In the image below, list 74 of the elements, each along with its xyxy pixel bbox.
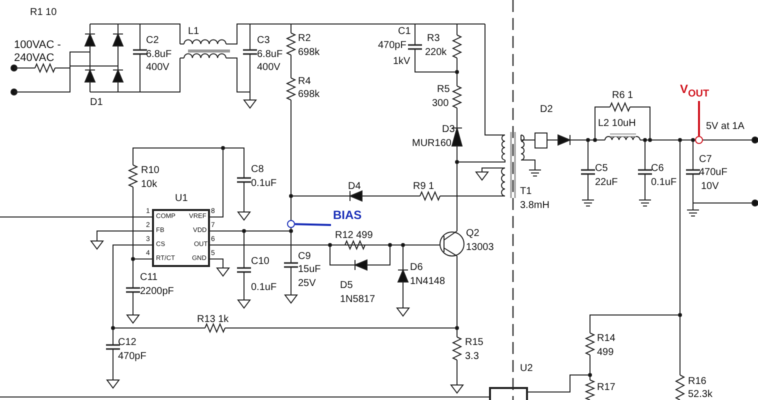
component-label: C8: [251, 164, 264, 176]
component-label: T1: [520, 186, 532, 198]
component-label: 0.1uF: [251, 178, 277, 190]
junction-circle: [287, 220, 295, 228]
component-label: 6.8uF: [146, 49, 172, 61]
component-label: Q2: [466, 228, 480, 240]
component-label: R3: [427, 33, 440, 45]
component-label: C7: [699, 154, 712, 166]
component-label: C9: [298, 251, 311, 263]
junction-circle: [695, 136, 703, 144]
component-label: R1 10: [30, 7, 57, 19]
component-label: 1N5817: [340, 294, 376, 306]
component-label: 3.8mH: [520, 200, 550, 212]
component-label: D6: [410, 262, 423, 274]
component-label: 0.1uF: [251, 282, 277, 294]
component-label: R13 1k: [197, 314, 229, 326]
component-label: 3.3: [465, 351, 479, 363]
component-label: 470uF: [699, 167, 728, 179]
input-voltage-label: 100VAC - 240VAC: [14, 39, 62, 65]
component-label: D3: [442, 124, 455, 136]
component-label: R6 1: [612, 90, 634, 102]
component-label: 13003: [466, 242, 494, 254]
component-label: 400V: [257, 62, 280, 74]
component-label: 25V: [298, 278, 316, 290]
component-label: 15uF: [298, 264, 321, 276]
leader-line: [294, 223, 332, 226]
component-label: R9 1: [413, 181, 434, 193]
component-label: 6.8uF: [257, 49, 283, 61]
component-label: L1: [188, 26, 200, 38]
component-label: C1: [398, 26, 411, 38]
component-label: 470pF: [378, 40, 406, 52]
component-label: 10k: [141, 179, 158, 191]
component-label: L2 10uH: [598, 118, 636, 130]
component-label: U2: [520, 363, 533, 375]
component-label: 300: [432, 98, 449, 110]
component-label: C5: [595, 163, 608, 175]
component-label: 698k: [298, 89, 320, 101]
component-label: MUR160: [412, 138, 452, 150]
component-label: C3: [257, 35, 270, 47]
component-label: D4: [348, 181, 361, 193]
component-label: 52.3k: [688, 389, 712, 400]
component-label: 499: [597, 347, 614, 359]
component-label: 0.1uF: [651, 177, 677, 189]
component-label: 220k: [425, 47, 447, 59]
component-label: R16: [688, 376, 706, 388]
component-label: D2: [540, 104, 553, 116]
net-label: V$_{OUT}$: [680, 82, 710, 100]
component-label: C6: [651, 163, 664, 175]
component-label: R12 499: [335, 230, 373, 242]
component-label: R10: [141, 165, 160, 177]
component-label: R17: [597, 382, 616, 394]
component-label: 22uF: [595, 177, 618, 189]
component-label: R2: [298, 33, 311, 45]
component-label: D1: [90, 97, 103, 109]
component-label: R5: [437, 84, 450, 96]
component-label: C2: [146, 35, 159, 47]
component-label: 2200pF: [140, 286, 174, 298]
component-label: C10: [251, 256, 270, 268]
component-label: C11: [140, 272, 158, 284]
net-label: BIAS: [333, 208, 362, 222]
component-label: 1N4148: [410, 276, 446, 288]
component-label: C12: [118, 337, 136, 349]
component-label: U1: [175, 193, 188, 205]
leader-line: [698, 101, 700, 136]
component-label: 5V at 1A: [706, 121, 744, 133]
component-label: D5: [340, 280, 353, 292]
component-label: 400V: [146, 62, 170, 74]
component-label: R14: [597, 333, 616, 345]
component-label: 10V: [701, 181, 719, 193]
component-label: 470pF: [118, 351, 146, 363]
component-label: 698k: [298, 47, 320, 59]
component-label: R4: [298, 76, 311, 88]
component-label: 1kV: [393, 56, 410, 68]
component-label: R15: [465, 337, 484, 349]
